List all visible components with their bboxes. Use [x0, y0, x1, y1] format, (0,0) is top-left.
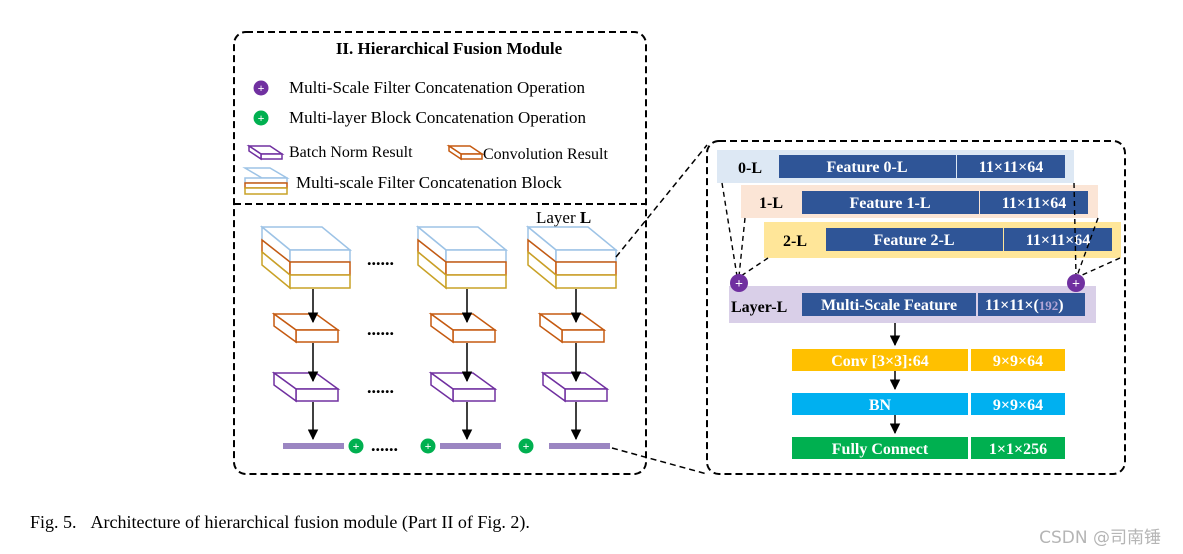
fc-op-box — [792, 437, 968, 459]
legend-batch-norm: Batch Norm Result — [289, 144, 413, 161]
module-box — [233, 31, 647, 475]
svg-text:+: + — [258, 81, 265, 95]
svg-text:+: + — [523, 439, 530, 453]
watermark: CSDN @司南锤 — [1039, 528, 1161, 548]
conv-op-box — [792, 349, 968, 371]
conv-op-dims: 9×9×64 — [993, 353, 1043, 370]
figure-number: Fig. 5. — [30, 512, 77, 532]
ellipsis: ...... — [367, 377, 394, 397]
merged-dims: 11×11×(192) — [985, 297, 1064, 314]
ellipsis: ...... — [367, 319, 394, 339]
feature-bar-3 — [549, 443, 610, 449]
svg-text:+: + — [735, 277, 743, 292]
row-2-dims: 11×11×64 — [1026, 232, 1090, 249]
batch-norm-result-1 — [271, 371, 341, 403]
merged-label: Layer-L — [731, 299, 787, 316]
purple-plus-icon: + — [730, 274, 748, 292]
convolution-icon — [446, 144, 485, 161]
row-2-label: 2-L — [783, 233, 807, 250]
detail-box — [706, 140, 1126, 475]
bn-op-box — [792, 393, 968, 415]
feature-bar-1 — [283, 443, 344, 449]
fc-op-dims: 1×1×256 — [989, 441, 1047, 458]
bn-op-dims-box — [971, 393, 1065, 415]
merged-feature: Multi-Scale Feature — [821, 297, 957, 314]
legend-filter-block: Multi-scale Filter Concatenation Block — [296, 173, 562, 192]
ellipsis: ...... — [367, 249, 394, 269]
row-1-dims-box — [980, 191, 1088, 214]
row-1-feature: Feature 1-L — [849, 195, 930, 212]
green-plus-icon: + — [518, 438, 534, 454]
filter-concat-block-2 — [415, 225, 509, 290]
bn-op-name: BN — [869, 397, 892, 414]
row-0-label: 0-L — [738, 160, 762, 177]
row-1-feature-box — [802, 191, 979, 214]
merged-feature-box — [802, 293, 976, 316]
conv-op-dims-box — [971, 349, 1065, 371]
legend-filter-concat: Multi-Scale Filter Concatenation Operati… — [289, 78, 586, 97]
row-0-feature-box — [779, 155, 956, 178]
zoom-connector — [611, 447, 708, 475]
row-1-dims: 11×11×64 — [1002, 195, 1066, 212]
green-plus-icon: + — [253, 110, 269, 126]
bn-op-dims: 9×9×64 — [993, 397, 1043, 414]
row-2-dims-box — [1004, 228, 1112, 251]
row-2-feature-box — [826, 228, 1003, 251]
layer-label: Layer L — [536, 208, 591, 227]
filter-concat-block-3 — [525, 225, 619, 290]
svg-text:+: + — [1072, 277, 1080, 292]
fc-op-name: Fully Connect — [832, 441, 929, 458]
batch-norm-icon — [246, 144, 285, 161]
batch-norm-result-2 — [428, 371, 498, 403]
legend-block-concat: Multi-layer Block Concatenation Operatio… — [289, 108, 586, 127]
feature-bar-2 — [440, 443, 501, 449]
green-plus-icon: + — [348, 438, 364, 454]
ellipsis: ...... — [371, 435, 398, 455]
row-0-feature: Feature 0-L — [826, 159, 907, 176]
row-0-dims-box — [957, 155, 1065, 178]
row-1-label: 1-L — [759, 195, 783, 212]
merged-dims-box — [978, 293, 1085, 316]
filter-block-icon — [242, 167, 290, 195]
concat-lines — [721, 182, 1121, 277]
legend-convolution: Convolution Result — [483, 146, 608, 163]
conv-result-1 — [271, 312, 341, 344]
conv-result-3 — [537, 312, 607, 344]
conv-result-2 — [428, 312, 498, 344]
figure-caption-text: Architecture of hierarchical fusion modu… — [90, 512, 530, 532]
row-2-feature: Feature 2-L — [873, 232, 954, 249]
zoom-connector — [615, 144, 708, 258]
fc-op-dims-box — [971, 437, 1065, 459]
purple-plus-icon: + — [1067, 274, 1085, 292]
batch-norm-result-3 — [540, 371, 610, 403]
svg-text:+: + — [353, 439, 360, 453]
svg-text:+: + — [258, 111, 265, 125]
figure-caption: Fig. 5. Architecture of hierarchical fusi… — [30, 512, 530, 533]
conv-op-name: Conv [3×3]:64 — [831, 353, 929, 370]
row-0-dims: 11×11×64 — [979, 159, 1043, 176]
svg-text:+: + — [425, 439, 432, 453]
green-plus-icon: + — [420, 438, 436, 454]
filter-concat-block-1 — [259, 225, 353, 290]
purple-plus-icon: + — [253, 80, 269, 96]
module-title: II. Hierarchical Fusion Module — [336, 39, 563, 58]
